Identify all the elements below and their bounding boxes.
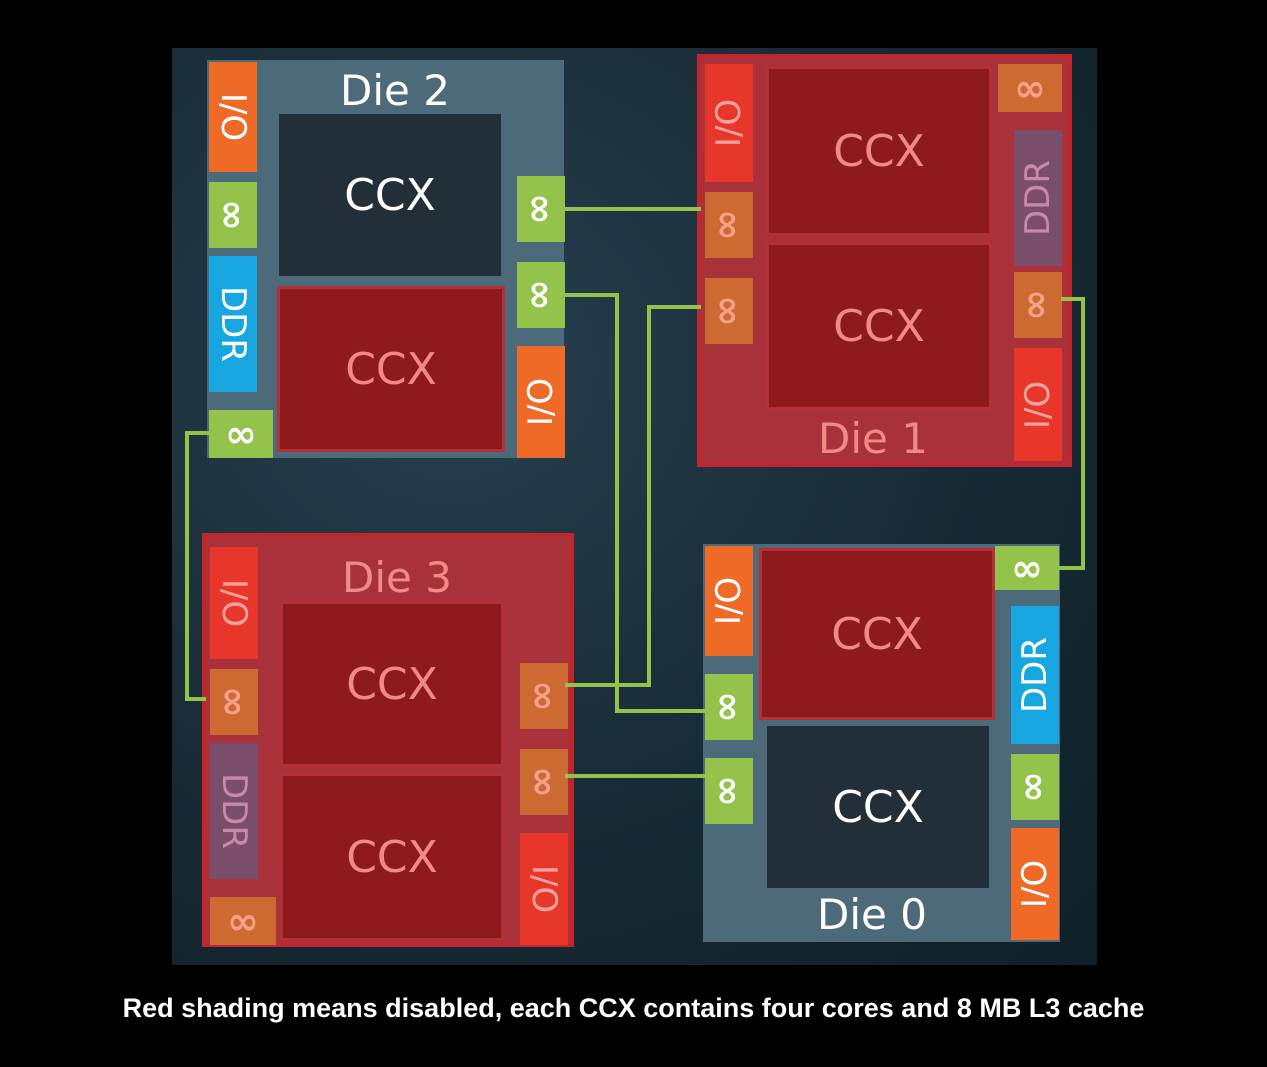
die-3-infinity-fabric-icon-left-2: ∞ bbox=[210, 897, 276, 945]
die-1-infinity-fabric-icon-right-2: ∞ bbox=[1014, 272, 1062, 338]
die-2-ddr-port: DDR bbox=[209, 256, 257, 392]
die-0-ccx-top: CCX bbox=[759, 548, 995, 720]
die-1: CCX CCX Die 1 I/O ∞ ∞ ∞ DDR ∞ I/O bbox=[697, 54, 1072, 467]
die-0-label: Die 0 bbox=[817, 890, 927, 939]
die-2-infinity-fabric-icon-left-1: ∞ bbox=[209, 182, 257, 248]
die-0-ddr-port: DDR bbox=[1011, 606, 1059, 744]
die-2-ccx-top: CCX bbox=[279, 114, 501, 276]
die-0-io-port-right: I/O bbox=[1011, 828, 1059, 940]
die-3-infinity-fabric-icon-left-1: ∞ bbox=[210, 669, 258, 735]
die-2-ccx-bottom: CCX bbox=[277, 286, 505, 452]
die-3-infinity-fabric-icon-right-2: ∞ bbox=[520, 749, 568, 815]
die-1-io-port-right: I/O bbox=[1014, 348, 1062, 461]
die-3-ccx-top: CCX bbox=[280, 601, 504, 767]
die-3-io-port-left: I/O bbox=[210, 547, 258, 659]
die-2-infinity-fabric-icon-right-1: ∞ bbox=[517, 176, 565, 242]
die-2-infinity-fabric-icon-left-2: ∞ bbox=[209, 410, 273, 458]
die-3-label: Die 3 bbox=[342, 553, 452, 602]
die-1-infinity-fabric-icon-right-1: ∞ bbox=[998, 64, 1062, 112]
die-1-infinity-fabric-icon-left-1: ∞ bbox=[705, 192, 753, 258]
die-2-label: Die 2 bbox=[340, 66, 450, 115]
die-2-io-port-right: I/O bbox=[517, 346, 565, 458]
die-3-ccx-bottom: CCX bbox=[280, 773, 504, 941]
die-1-ccx-top: CCX bbox=[766, 66, 992, 236]
die-0-infinity-fabric-icon-left-2: ∞ bbox=[705, 758, 753, 824]
die-0: CCX CCX Die 0 I/O ∞ ∞ ∞ DDR ∞ I/O bbox=[703, 544, 1060, 942]
die-3-io-port-right: I/O bbox=[520, 833, 568, 945]
die-0-ccx-bottom: CCX bbox=[767, 726, 989, 888]
die-0-infinity-fabric-icon-right-2: ∞ bbox=[1011, 754, 1059, 820]
die-3-infinity-fabric-icon-right-1: ∞ bbox=[520, 663, 568, 729]
die-1-ddr-port: DDR bbox=[1014, 130, 1062, 266]
die-2-infinity-fabric-icon-right-2: ∞ bbox=[517, 262, 565, 328]
die-0-infinity-fabric-icon-left-1: ∞ bbox=[705, 674, 753, 740]
die-2-io-port-left: I/O bbox=[209, 62, 257, 172]
die-1-io-port-left: I/O bbox=[705, 64, 753, 182]
caption: Red shading means disabled, each CCX con… bbox=[122, 993, 1145, 1023]
die-0-io-port-left: I/O bbox=[705, 546, 753, 656]
die-0-infinity-fabric-icon-right-1: ∞ bbox=[995, 546, 1059, 590]
die-1-ccx-bottom: CCX bbox=[766, 242, 992, 410]
die-1-infinity-fabric-icon-left-2: ∞ bbox=[705, 278, 753, 344]
die-3: Die 3 CCX CCX I/O ∞ DDR ∞ ∞ ∞ I/O bbox=[202, 533, 574, 947]
die-2: Die 2 CCX CCX I/O ∞ DDR ∞ ∞ ∞ I/O bbox=[207, 60, 565, 458]
die-1-label: Die 1 bbox=[818, 414, 928, 463]
die-3-ddr-port: DDR bbox=[210, 743, 258, 879]
